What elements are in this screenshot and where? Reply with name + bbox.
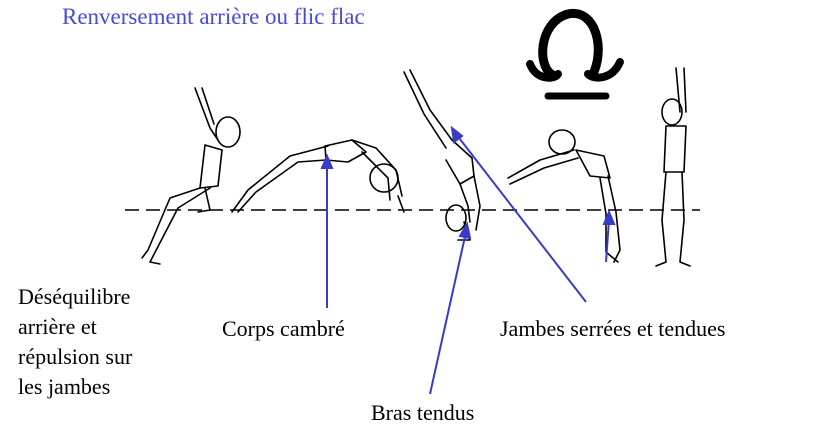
label-corps-cambre: Corps cambré: [222, 314, 345, 344]
label-desequilibre-line4: les jambes: [18, 372, 188, 402]
label-bras-tendus: Bras tendus: [371, 398, 474, 428]
arrow-jambes-1: [456, 134, 586, 302]
label-jambes-serrees: Jambes serrées et tendues: [500, 314, 725, 344]
label-desequilibre-line3: répulsion sur: [18, 342, 188, 372]
label-desequilibre-line2: arrière et: [18, 312, 188, 342]
arrow-bras-tendus: [430, 232, 466, 394]
gymnast-figure-2: [232, 140, 404, 212]
gymnast-figure-4: [508, 130, 620, 262]
label-desequilibre-line1: Déséquilibre: [18, 282, 188, 312]
label-desequilibre: Déséquilibre arrière et répulsion sur le…: [18, 282, 188, 402]
gymnast-figure-3: [404, 70, 480, 240]
annotation-arrows: [322, 128, 614, 394]
gymnast-figure-5: [656, 68, 690, 266]
element-symbol-icon: [530, 13, 620, 96]
gymnast-figure-1: [142, 88, 240, 264]
